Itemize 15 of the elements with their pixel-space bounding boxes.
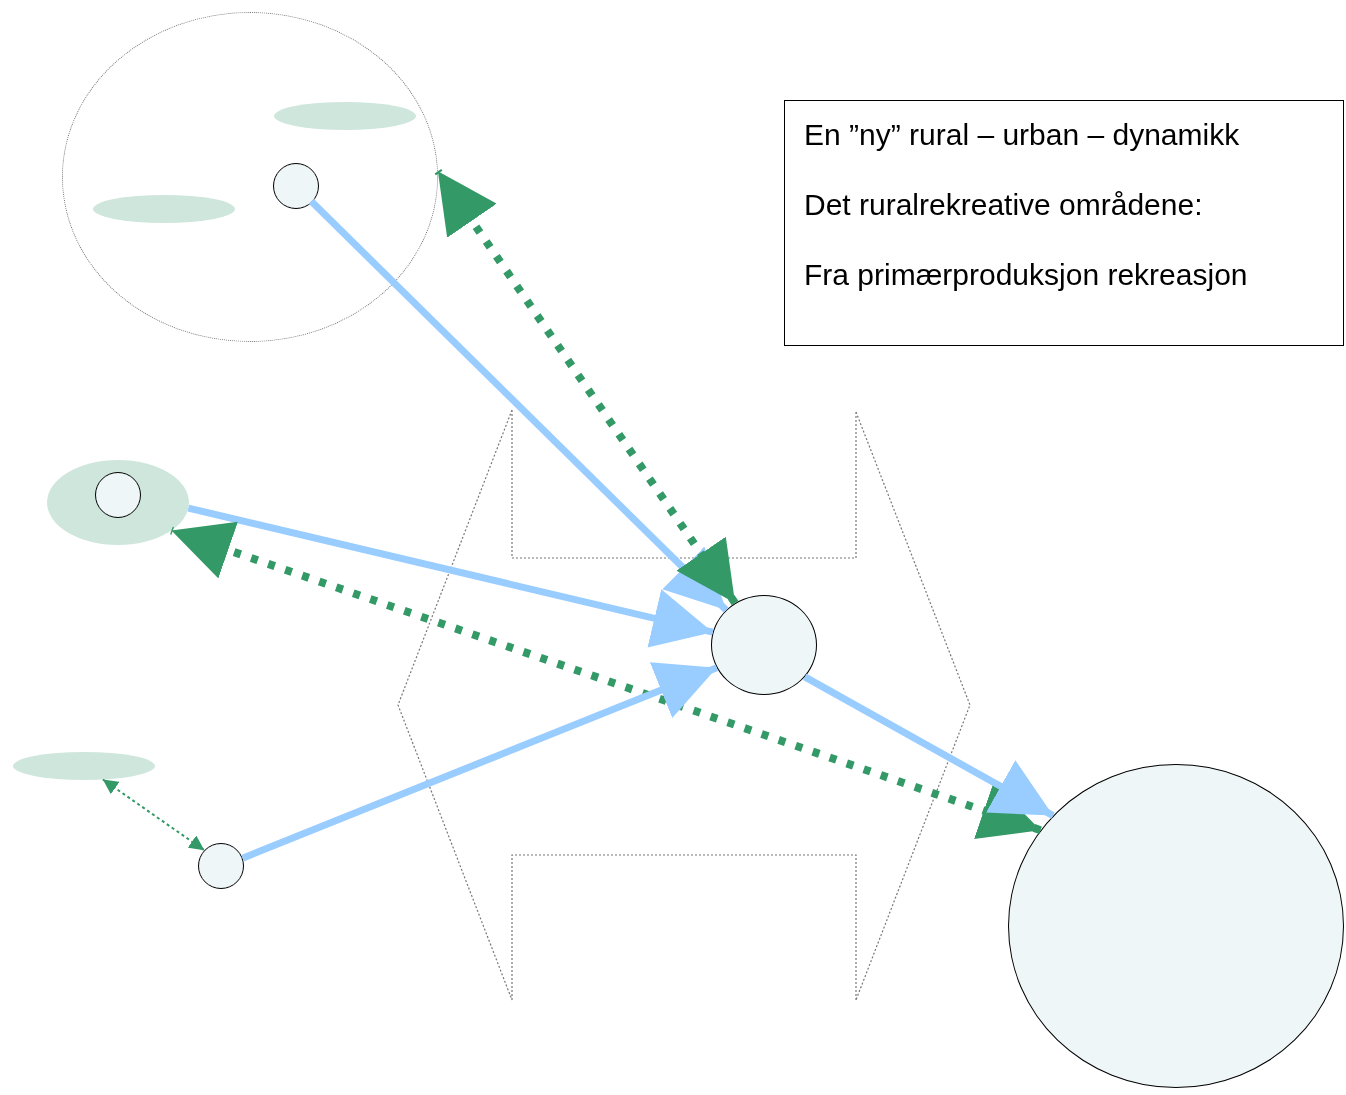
- arrow: [803, 673, 1055, 819]
- box-text: Det ruralrekreative områdene:: [804, 187, 1204, 223]
- box-text: Fra primærproduksjon rekreasjon: [804, 257, 1249, 293]
- arrow: [101, 778, 206, 852]
- ellipse: [274, 102, 416, 130]
- text-box: [784, 100, 1344, 346]
- box-text: En ”ny” rural – urban – dynamikk: [804, 117, 1241, 153]
- circle: [95, 472, 141, 518]
- arrow: [434, 169, 739, 606]
- arrow: [170, 521, 1042, 839]
- arrow: [241, 662, 719, 862]
- circle: [198, 843, 244, 889]
- circle: [273, 163, 319, 209]
- arrow: [308, 198, 729, 613]
- arrow: [187, 504, 714, 648]
